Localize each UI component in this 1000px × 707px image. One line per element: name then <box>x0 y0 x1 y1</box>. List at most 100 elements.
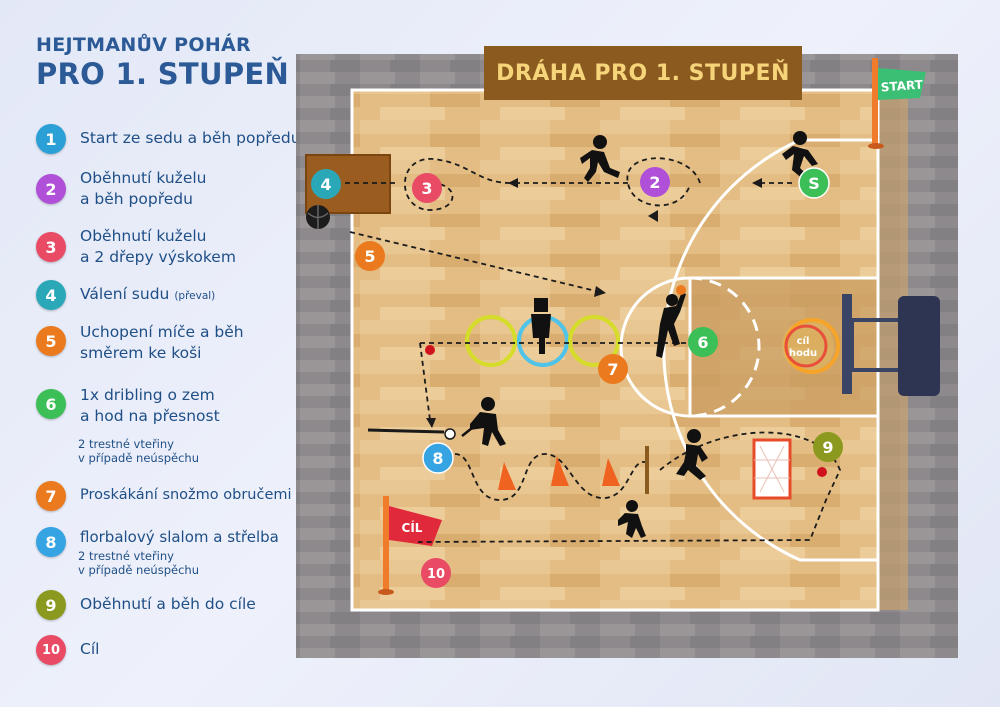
station-3-label: 3 <box>421 179 432 198</box>
title-line-1: HEJTMANŮV POHÁR <box>36 34 251 56</box>
finish-flag-label: CÍL <box>402 520 423 535</box>
runner-figure-3 <box>676 429 708 480</box>
station-6-label: 6 <box>697 333 708 352</box>
legend-text: Uchopení míče a běh <box>80 323 244 341</box>
legend-item-3: 3 Oběhnutí kuželu a 2 dřepy výskokem <box>36 226 236 268</box>
legend-subtext: 2 trestné vteřiny <box>78 549 174 563</box>
route-arrows <box>426 178 762 428</box>
station-8: 8 <box>422 442 454 474</box>
station-8-label: 8 <box>432 449 443 468</box>
legend-item-1: 1 Start ze sedu a běh popředu <box>36 124 301 154</box>
legend-badge: 8 <box>36 527 66 557</box>
start-flag-pole <box>872 58 878 146</box>
station-2: 2 <box>640 167 670 197</box>
runner-figure-1 <box>782 131 818 180</box>
standing-figure <box>531 298 551 354</box>
arrow-head <box>508 178 518 188</box>
player-figures <box>461 131 818 538</box>
legend-badge: 7 <box>36 481 66 511</box>
basketball-icon <box>676 285 686 295</box>
legend-item-10: 10 Cíl <box>36 635 99 665</box>
legend-text: Oběhnutí kuželu <box>80 169 207 187</box>
station-4: 4 <box>311 169 341 199</box>
legend-item-2: 2 Oběhnutí kuželu a běh popředu <box>36 168 206 210</box>
marker-dot <box>425 345 435 355</box>
start-flag-label: START <box>880 77 924 94</box>
legend-sub-8: 2 trestné vteřiny v případě neúspěchu <box>78 549 199 577</box>
arrow-head <box>594 286 606 297</box>
legend-text: Start ze sedu a běh popředu <box>80 129 301 147</box>
legend-badge: 1 <box>36 124 66 154</box>
legend-badge: 5 <box>36 326 66 356</box>
start-flag-base <box>868 143 884 149</box>
three-point-line <box>662 138 878 562</box>
legend-note: (převal) <box>174 290 216 302</box>
slalom-post <box>645 446 649 494</box>
legend-item-4: 4 Válení sudu (převal) <box>36 280 215 310</box>
legend-text: a běh popředu <box>80 190 193 208</box>
finish-flag <box>389 506 442 546</box>
target-ring-2 <box>784 324 828 368</box>
legend-badge: 2 <box>36 174 66 204</box>
station-9-label: 9 <box>822 438 833 457</box>
station-5: 5 <box>355 241 385 271</box>
arrow-head <box>648 210 658 222</box>
target-label-1: cíl <box>797 335 810 347</box>
finish-flag-base <box>378 589 394 595</box>
legend-badge: 3 <box>36 232 66 262</box>
station-3: 3 <box>412 173 442 203</box>
arrow-head <box>752 178 762 188</box>
runner-figure-2 <box>580 135 620 182</box>
floorball-player-figure <box>461 397 506 446</box>
station-s: S <box>798 167 830 199</box>
legend-subtext: 2 trestné vteřiny <box>78 437 174 451</box>
court-title: DRÁHA PRO 1. STUPEŇ <box>484 46 802 100</box>
free-throw-arc-dashed <box>689 276 761 418</box>
marker-dot <box>817 467 827 477</box>
finish-flag-pole <box>383 496 389 592</box>
station-6: 6 <box>688 327 718 357</box>
cone-3 <box>602 458 620 486</box>
route-slalom <box>454 453 646 501</box>
legend-item-8: 8 florbalový slalom a střelba <box>36 523 279 557</box>
cone-1 <box>498 462 516 490</box>
arrow-head <box>426 418 436 428</box>
goal-net <box>754 445 790 493</box>
free-throw-arc <box>619 276 691 418</box>
ball-seam <box>307 205 329 229</box>
legend-text: florbalový slalom a střelba <box>80 528 279 546</box>
legend-item-9: 9 Oběhnutí a běh do cíle <box>36 590 256 620</box>
legend-subtext: v případě neúspěchu <box>78 563 199 577</box>
route-loop-3 <box>404 157 511 211</box>
hoop-3 <box>568 315 620 367</box>
legend-badge: 6 <box>36 389 66 419</box>
route-to-basket <box>349 231 601 293</box>
basket-stand <box>898 296 940 396</box>
legend-text: a hod na přesnost <box>80 407 220 425</box>
legend-text: Oběhnutí a běh do cíle <box>80 595 256 613</box>
legend-text: Cíl <box>80 640 100 658</box>
hoop-1 <box>465 315 517 367</box>
station-s-label: S <box>808 174 820 193</box>
target-label-2: hodu <box>789 348 817 359</box>
route-loop-2 <box>626 157 701 207</box>
legend-text: a 2 dřepy výskokem <box>80 248 236 266</box>
legend-badge: 9 <box>36 590 66 620</box>
legend-item-7: 7 Proskákání snožmo obručemi <box>36 481 292 511</box>
floorball-stick <box>367 428 445 434</box>
legend-text: Válení sudu <box>80 285 170 303</box>
title-line-2: PRO 1. STUPEŇ <box>36 57 290 91</box>
station-10: 10 <box>421 558 451 588</box>
station-10-label: 10 <box>427 567 445 582</box>
station-7: 7 <box>598 354 628 384</box>
legend-item-6: 6 1x dribling o zem a hod na přesnost <box>36 385 220 427</box>
legend-text: Proskákání snožmo obručemi <box>80 487 292 503</box>
station-4-label: 4 <box>320 175 331 194</box>
floorball-ball <box>444 428 456 440</box>
legend-badge: 10 <box>36 635 66 665</box>
route-down <box>419 342 431 421</box>
station-5-label: 5 <box>364 247 375 266</box>
legend-text: Oběhnutí kuželu <box>80 227 207 245</box>
start-flag <box>878 68 926 100</box>
